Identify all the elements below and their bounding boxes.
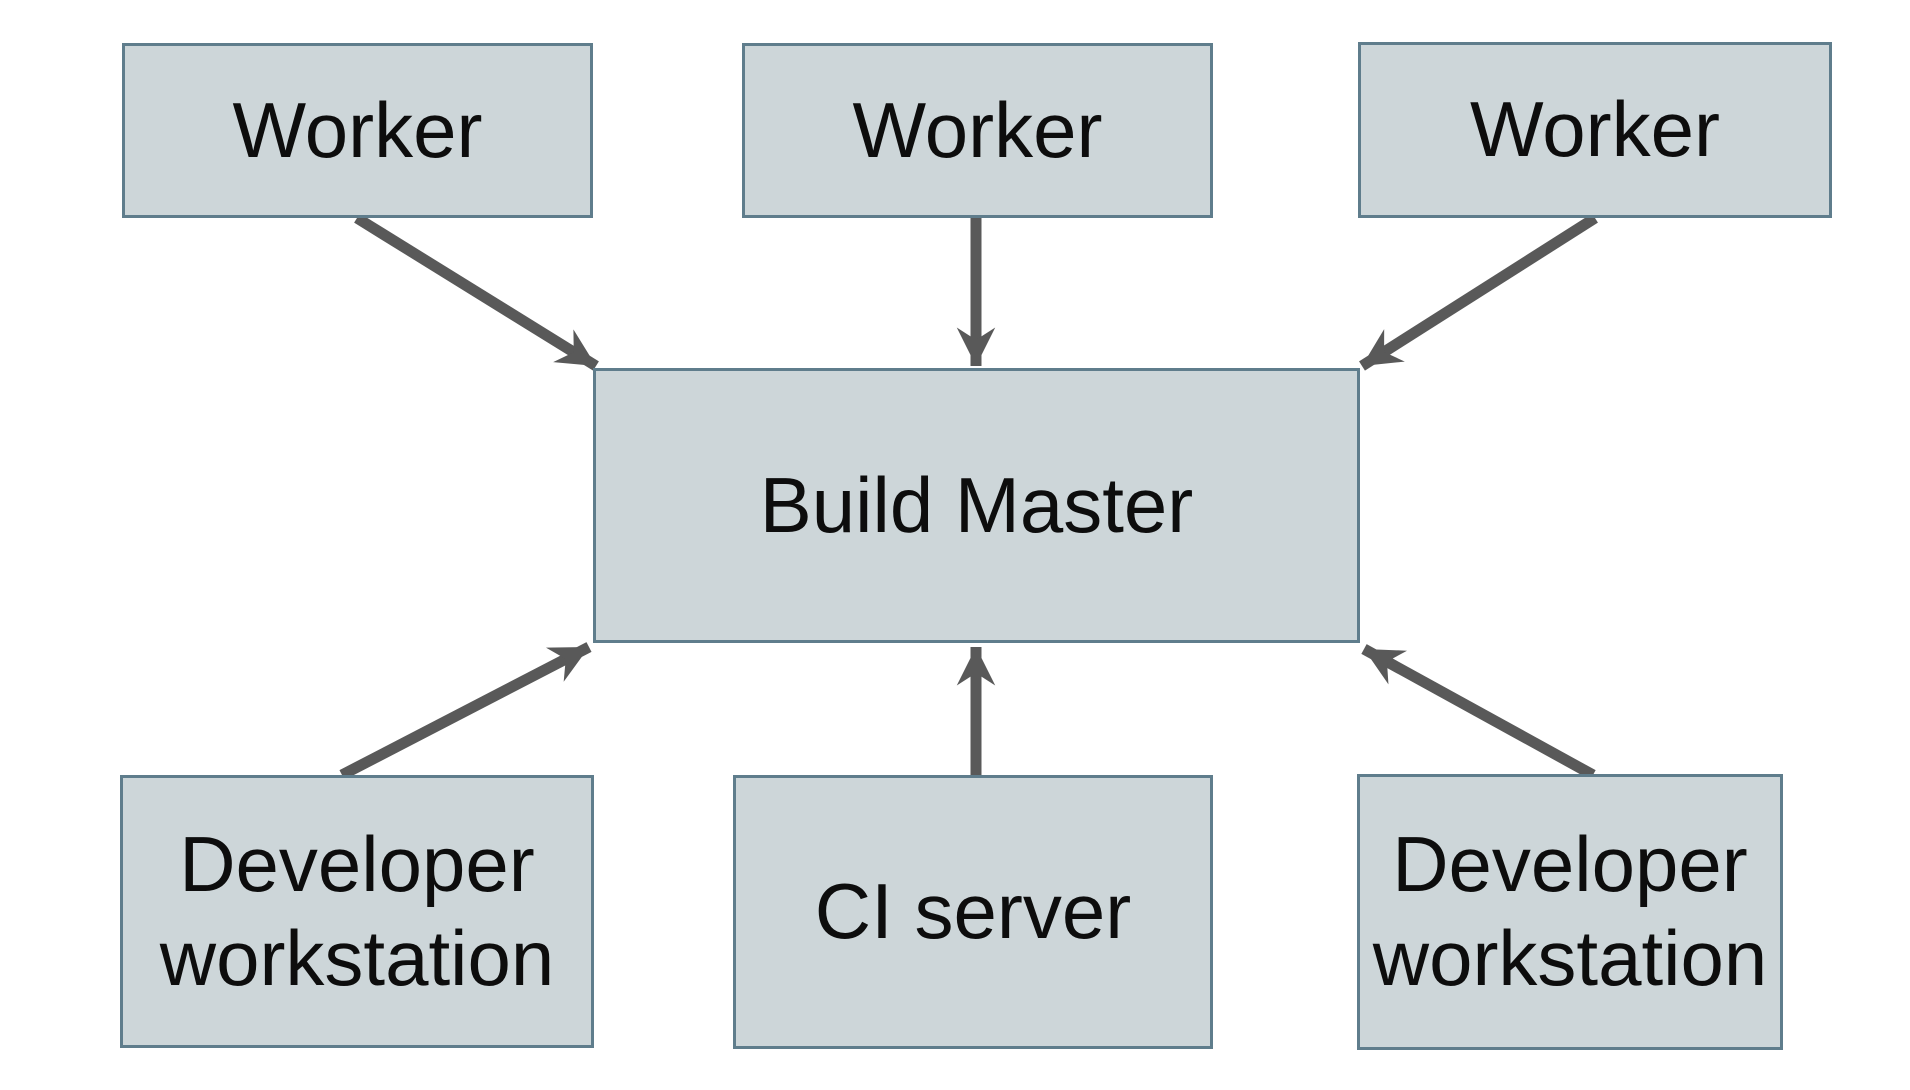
node-worker-3: Worker bbox=[1358, 42, 1832, 218]
node-ci-server-label: CI server bbox=[814, 867, 1132, 956]
node-developer-workstation-left: Developer workstation bbox=[120, 775, 594, 1048]
node-worker-2: Worker bbox=[742, 43, 1213, 218]
node-ci-server: CI server bbox=[733, 775, 1213, 1049]
node-build-master: Build Master bbox=[593, 368, 1360, 643]
node-developer-workstation-left-label: Developer workstation bbox=[159, 819, 555, 1002]
arrow-developer-workstation-right-to-build-master bbox=[1361, 644, 1596, 780]
arrow-developer-workstation-left-to-build-master bbox=[339, 642, 592, 780]
node-worker-1: Worker bbox=[122, 43, 593, 218]
node-developer-workstation-right-label: Developer workstation bbox=[1372, 820, 1768, 1002]
node-developer-workstation-right: Developer workstation bbox=[1357, 774, 1783, 1050]
node-build-master-label: Build Master bbox=[759, 460, 1194, 549]
node-worker-2-label: Worker bbox=[852, 85, 1103, 174]
node-worker-1-label: Worker bbox=[232, 85, 483, 174]
node-worker-3-label: Worker bbox=[1470, 85, 1720, 174]
arrow-worker-3-to-build-master bbox=[1359, 213, 1598, 371]
arrow-worker-1-to-build-master bbox=[354, 213, 599, 371]
